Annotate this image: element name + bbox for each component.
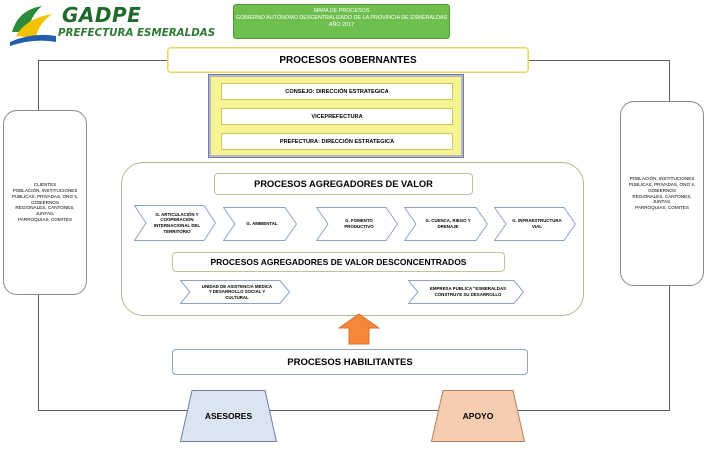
gobernantes-item-consejo: CONSEJO: DIRECCIÓN ESTRATEGICA bbox=[221, 83, 453, 100]
clientes-right-line-3: GOBIERNOS bbox=[648, 187, 676, 193]
chevron-asistencia-medica-label: UNIDAD DE ASISTENCIA MEDICA Y DESARROLLO… bbox=[201, 283, 273, 300]
clientes-left-line-4: GOBIERNOS bbox=[31, 199, 59, 205]
gobernantes-panel: CONSEJO: DIRECCIÓN ESTRATEGICA VICEPREFE… bbox=[208, 74, 464, 158]
logo-emblem-icon bbox=[10, 6, 56, 46]
asesores-label: ASESORES bbox=[204, 411, 253, 421]
up-arrow-icon bbox=[338, 313, 380, 345]
chevron-empresa-publica-label: EMPRESA PÚBLICA "ESMERALDAS CONSTRUYE SU… bbox=[429, 286, 507, 297]
header-line-3: AÑO 2017 bbox=[328, 22, 355, 28]
clientes-left-line-5: REGIONALES, CANTONES, JUNTAS, bbox=[15, 205, 75, 217]
procesos-gobernantes-title: PROCESOS GOBERNANTES bbox=[167, 47, 529, 73]
chevron-articulacion: G. ARTICULACIÓN Y COOPERACIÓN INTERNACIO… bbox=[134, 205, 216, 241]
clientes-right-line-4: REGIONALES, CANTONES, JUNTAS, bbox=[632, 193, 692, 205]
header-line-2: GOBIERNO AUTÓNOMO DESCENTRALIZADO DE LA … bbox=[235, 15, 448, 21]
clientes-left-line-6: PARROQUIAS, COMITES bbox=[18, 216, 72, 222]
gobernantes-item-viceprefectura: VICEPREFECTURA bbox=[221, 108, 453, 125]
chevron-ambiental-label: G. AMBIENTAL bbox=[246, 221, 278, 227]
chevron-ambiental: G. AMBIENTAL bbox=[223, 207, 297, 241]
procesos-agregadores-title: PROCESOS AGREGADORES DE VALOR bbox=[214, 173, 473, 195]
gadpe-logo: GADPE PREFECTURA ESMERALDAS bbox=[8, 2, 215, 46]
clientes-left-line-2: POBLACIÓN, INSTITUCIONES bbox=[12, 188, 78, 193]
chevron-infraestructura-label: G. INFRAESTRUCTURA VIAL bbox=[512, 218, 562, 229]
chevron-empresa-publica: EMPRESA PÚBLICA "ESMERALDAS CONSTRUYE SU… bbox=[408, 280, 524, 304]
chevron-cuenca: G. CUENCA, RIEGO Y DRENAJE bbox=[404, 207, 488, 241]
apoyo-label: APOYO bbox=[462, 411, 494, 421]
asesores-box: ASESORES bbox=[180, 390, 277, 442]
clientes-right-line-5: PARROQUIAS, COMITES bbox=[635, 205, 689, 211]
clientes-entrada-box: CLIENTES POBLACIÓN, INSTITUCIONES PUBLIC… bbox=[3, 110, 87, 295]
chevron-infraestructura: G. INFRAESTRUCTURA VIAL bbox=[494, 207, 576, 241]
logo-title: GADPE bbox=[62, 3, 142, 27]
procesos-habilitantes-title: PROCESOS HABILITANTES bbox=[172, 349, 528, 375]
clientes-left-line-3: PUBLICAS, PRIVADAS, ONG´s, bbox=[11, 193, 79, 199]
chevron-fomento: G. FOMENTO PRODUCTIVO bbox=[316, 207, 398, 241]
clientes-left-line-1: CLIENTES bbox=[33, 182, 57, 188]
map-header: MAPA DE PROCESOS GOBIERNO AUTÓNOMO DESCE… bbox=[233, 4, 450, 39]
header-line-1: MAPA DE PROCESOS bbox=[313, 8, 370, 14]
chevron-fomento-label: G. FOMENTO PRODUCTIVO bbox=[344, 218, 374, 229]
logo-subtitle: PREFECTURA ESMERALDAS bbox=[58, 27, 216, 39]
chevron-articulacion-label: G. ARTICULACIÓN Y COOPERACIÓN INTERNACIO… bbox=[153, 211, 201, 234]
procesos-desconcentrados-title: PROCESOS AGREGADORES DE VALOR DESCONCENT… bbox=[172, 252, 505, 272]
clientes-right-line-1: POBLACIÓN, INSTITUCIONES bbox=[629, 176, 695, 182]
clientes-salida-box: POBLACIÓN, INSTITUCIONES PUBLICAS, PRIVA… bbox=[620, 101, 704, 286]
chevron-asistencia-medica: UNIDAD DE ASISTENCIA MEDICA Y DESARROLLO… bbox=[180, 280, 290, 304]
gobernantes-item-prefectura: PREFECTURA: DIRECCIÓN ESTRATEGICA bbox=[221, 133, 453, 150]
apoyo-box: APOYO bbox=[431, 390, 525, 442]
clientes-right-line-2: PUBLICAS, PRIVADAS, ONG´s, bbox=[628, 181, 696, 187]
chevron-cuenca-label: G. CUENCA, RIEGO Y DRENAJE bbox=[425, 218, 471, 229]
